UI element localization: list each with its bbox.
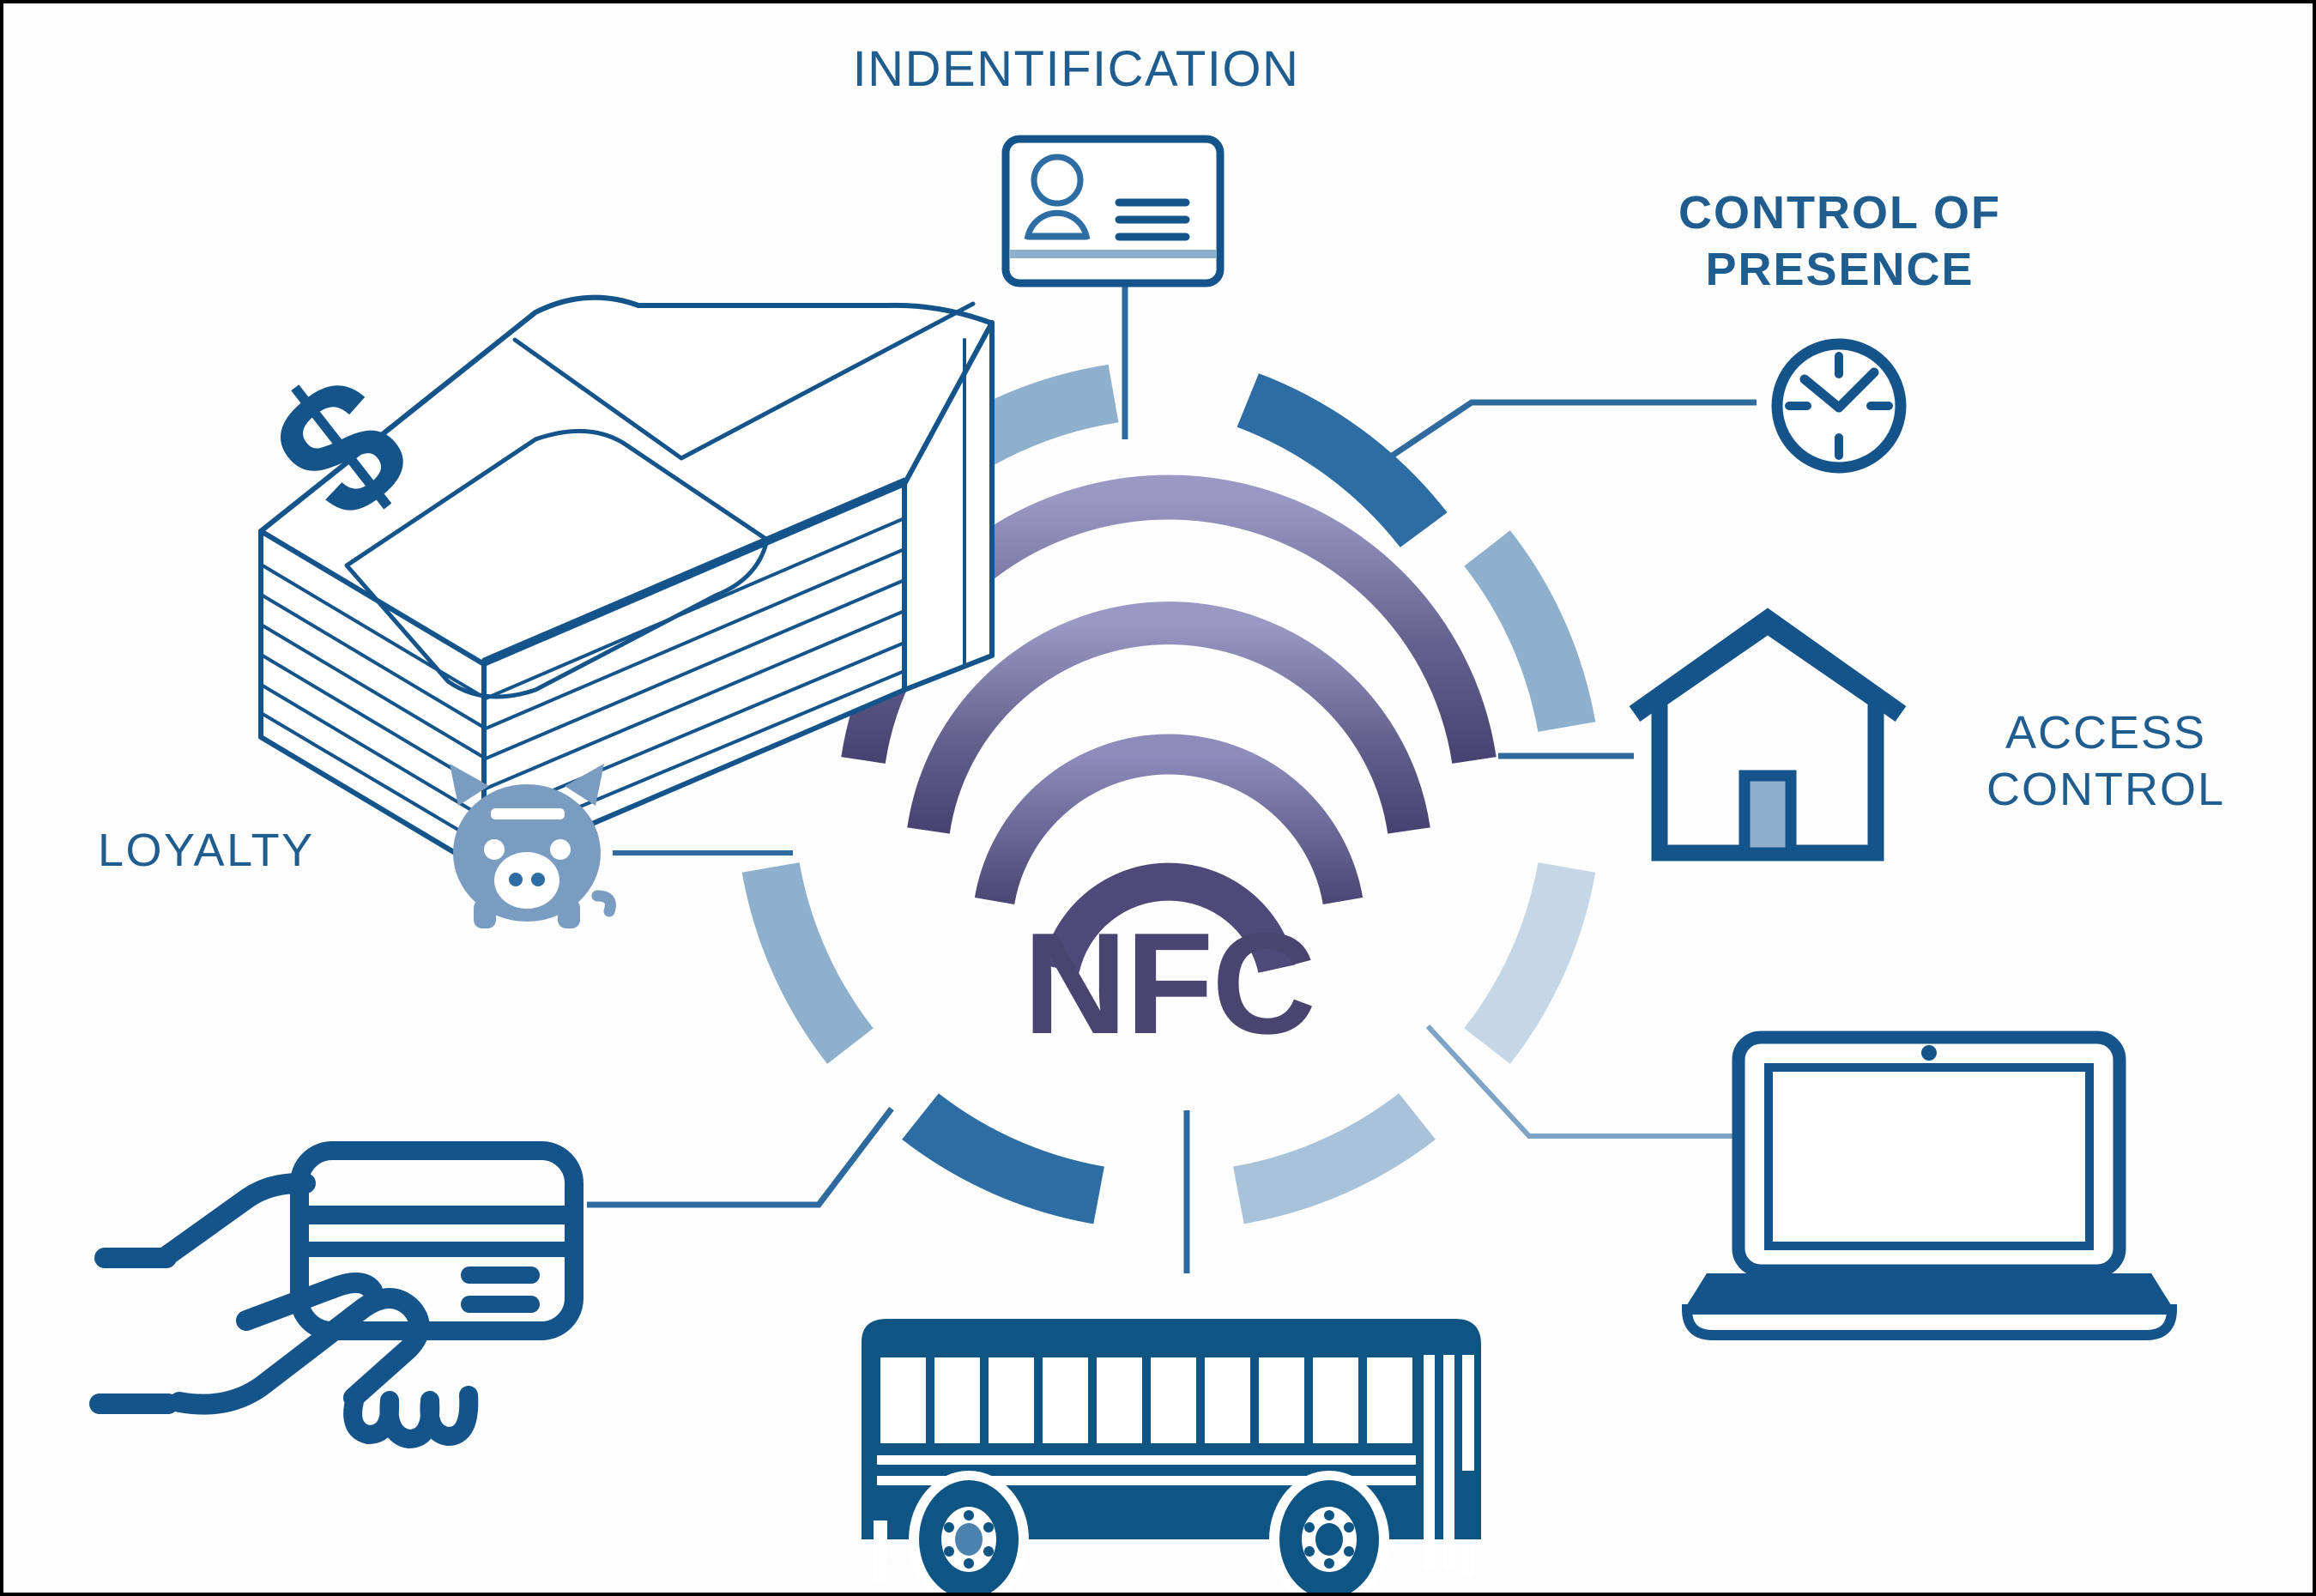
nfc-arc-4 [1042,862,1296,974]
bus-wheel-rear [1269,1471,1389,1593]
clock-icon [1771,338,1907,474]
nfc-arc-2 [907,602,1430,834]
ring-segment-bottom-right [1233,1093,1436,1224]
nfc-arc-3 [974,734,1364,905]
ring-segment-right-upper [1464,530,1596,732]
ring-segment-top-right [1237,373,1448,547]
bus-icon [862,1319,1481,1593]
laptop-icon [1681,1031,2178,1340]
ring-segment-right-lower [1464,862,1596,1064]
label-loyalty: LOYALTY [98,825,315,876]
connector-card [587,1106,894,1208]
nfc-radial-diagram: NFC [89,135,2178,1593]
segmented-ring [741,364,1596,1224]
piggy-bank-icon [450,764,616,928]
id-card-icon [1001,135,1225,287]
label-access-control: ACCESS CONTROL [1986,707,2225,815]
hand-credit-card-icon [89,1141,584,1448]
label-identification: INDENTIFICATION [852,41,1300,97]
label-control-of-presence: CONTROL OF PRESENCE [1678,187,2001,295]
ring-segment-bottom-left [902,1093,1104,1224]
connector-presence [1364,399,1757,476]
ring-segment-left-lower [741,862,874,1064]
nfc-logo-text: NFC [1023,903,1314,1064]
house-icon [1629,608,1907,861]
bus-wheel-front [909,1471,1029,1593]
money-stack-icon: $ [239,294,995,873]
connector-laptop [1425,1024,1737,1139]
